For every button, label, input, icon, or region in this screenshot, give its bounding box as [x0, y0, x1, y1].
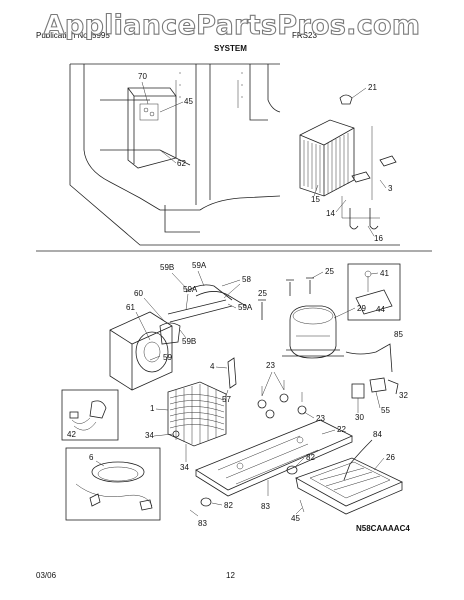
callout-83-a: 83	[261, 502, 270, 511]
callout-61: 61	[126, 303, 135, 312]
callout-32: 32	[399, 391, 408, 400]
callout-41: 41	[380, 269, 389, 278]
footer-page-number: 12	[226, 571, 235, 580]
header-left-text: Publication No. 5995	[36, 31, 110, 40]
inset-42-box	[61, 389, 119, 441]
callout-58: 58	[242, 275, 251, 284]
evaporator	[299, 119, 355, 197]
callout-59a-mid: 59A	[183, 285, 198, 294]
base-plate	[195, 419, 353, 497]
callout-3: 3	[388, 184, 393, 193]
screws-83	[189, 480, 269, 517]
callout-22: 22	[337, 425, 346, 434]
tube-85	[345, 343, 393, 373]
callout-84: 84	[373, 430, 382, 439]
callout-30: 30	[355, 413, 364, 422]
footer-date: 03/06	[36, 571, 57, 580]
callout-82-a: 82	[306, 453, 315, 462]
callout-44: 44	[376, 305, 385, 314]
header-right-text: FRS23	[292, 31, 317, 40]
callout-83-b: 83	[198, 519, 207, 528]
callout-26: 26	[386, 453, 395, 462]
fastener-25-left	[258, 299, 266, 320]
callout-45-top: 45	[184, 97, 193, 106]
callout-57: 57	[222, 395, 231, 404]
callout-25-right: 25	[325, 267, 334, 276]
callout-25-left: 25	[258, 289, 267, 298]
callout-85: 85	[394, 330, 403, 339]
tubing-assembly	[167, 284, 247, 323]
callout-6: 6	[89, 453, 94, 462]
defrost-heater-parts	[341, 126, 397, 230]
callout-70: 70	[138, 72, 147, 81]
callout-59b-top: 59B	[160, 263, 174, 272]
relay-parts	[351, 377, 399, 399]
watermark: AppliancePartsPros.com	[44, 10, 421, 41]
callout-21: 21	[368, 83, 377, 92]
grommets-82	[200, 465, 298, 507]
callout-14: 14	[326, 209, 335, 218]
fastener-25-right	[286, 277, 314, 296]
part-21-clip	[339, 94, 353, 105]
callout-34-b: 34	[180, 463, 189, 472]
part-4	[227, 357, 237, 389]
callout-59a-right: 59A	[238, 303, 253, 312]
wire-harness	[65, 447, 161, 521]
callout-15: 15	[311, 195, 320, 204]
callout-34-a: 34	[145, 431, 154, 440]
callout-23-b: 23	[316, 414, 325, 423]
callout-59b-mid: 59B	[182, 337, 196, 346]
callout-82-b: 82	[224, 501, 233, 510]
callout-29: 29	[357, 304, 366, 313]
drain-pan	[295, 457, 403, 515]
callout-16: 16	[374, 234, 383, 243]
callout-1: 1	[150, 404, 155, 413]
callout-59: 59	[163, 353, 172, 362]
callout-45-bottom: 45	[291, 514, 300, 523]
callout-59a-top: 59A	[192, 261, 207, 270]
grommets-23	[257, 380, 307, 419]
callout-23-a: 23	[266, 361, 275, 370]
diagram-code: N58CAAAAC4	[356, 524, 410, 533]
tube-84	[343, 439, 373, 481]
screw-45-bottom	[299, 499, 305, 513]
cabinet-outline	[69, 63, 400, 246]
inset-bracket-box	[347, 263, 401, 321]
callout-55: 55	[381, 406, 390, 415]
section-title: SYSTEM	[214, 44, 247, 53]
compressor	[282, 305, 344, 359]
condenser-coil	[167, 381, 227, 447]
callout-4: 4	[210, 362, 215, 371]
callout-60: 60	[134, 289, 143, 298]
condenser-fan	[109, 311, 181, 391]
callout-62: 62	[177, 159, 186, 168]
air-duct-assembly	[127, 87, 177, 169]
callout-42: 42	[67, 430, 76, 439]
